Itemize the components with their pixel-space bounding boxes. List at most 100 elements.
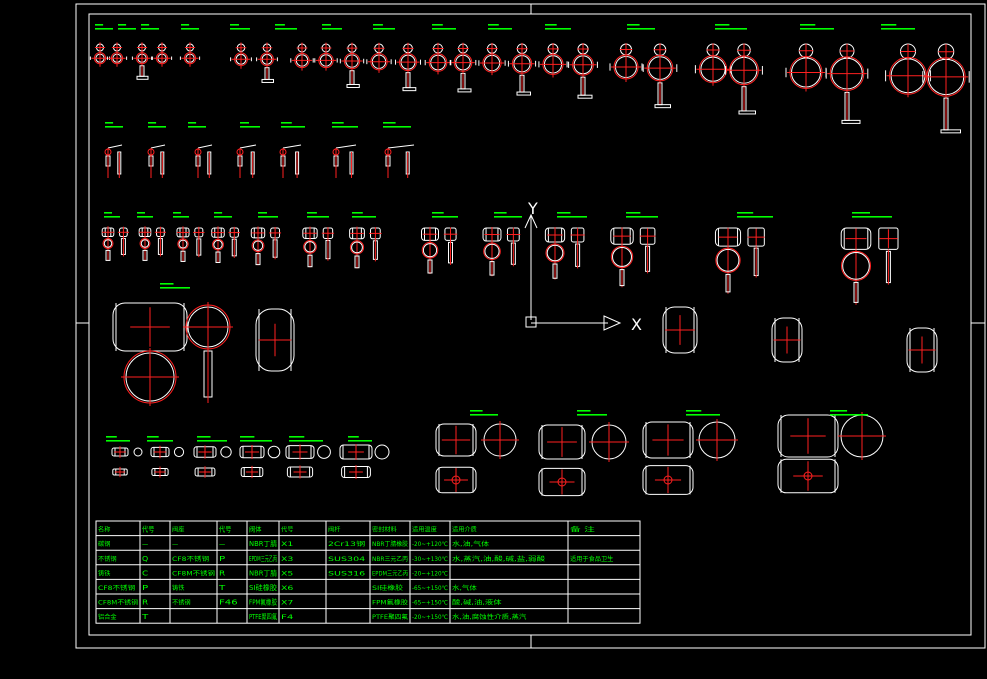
valve-label-lines <box>214 212 232 218</box>
valve-label-lines <box>627 24 655 30</box>
manual-butterfly-valve <box>507 42 537 96</box>
manual-butterfly-valve <box>609 43 643 82</box>
table-cell: 水,蒸汽,油,酸,碱,盐,弱酸 <box>452 555 545 563</box>
manual-butterfly-valve <box>395 42 421 92</box>
valve-label-lines <box>715 24 747 30</box>
pneumatic-actuator <box>538 467 586 497</box>
small-actuator-group <box>111 446 143 478</box>
table-cell: 铝合金 <box>98 613 117 621</box>
valve-label-lines <box>800 24 834 30</box>
table-cell: NBR丁腈 <box>249 539 277 548</box>
ucs-icon: Y X <box>524 199 642 334</box>
small-actuator-group <box>285 444 331 479</box>
pneumatic-actuator <box>662 306 698 354</box>
lever-valve <box>332 144 357 178</box>
large-actuator-group <box>538 422 629 497</box>
table-cell: — <box>172 541 178 548</box>
table-cell: R <box>142 599 148 607</box>
table-cell: X3 <box>281 556 294 563</box>
table-cell: 阀座 <box>172 526 184 534</box>
table-cell: F4 <box>281 614 294 621</box>
table-cell: R <box>219 569 225 577</box>
table-cell: 阀体 <box>249 525 261 534</box>
pneumatic-actuator <box>421 226 439 242</box>
valve-label-lines <box>852 212 892 218</box>
pneumatic-actuator <box>211 226 225 239</box>
table-cell: — <box>219 540 225 548</box>
table-cell: T <box>218 584 227 592</box>
manual-butterfly-valve <box>89 42 111 67</box>
manual-butterfly-valve <box>478 42 506 76</box>
pneumatic-butterfly-valve <box>250 226 282 266</box>
valve-label-lines <box>488 24 512 30</box>
table-cell: 酸,碱,油,液体 <box>452 599 502 607</box>
valve-label-lines <box>307 212 329 218</box>
pneumatic-actuator <box>906 327 938 373</box>
pneumatic-actuator <box>642 421 694 459</box>
table-cell: -20~+120℃ <box>412 541 448 548</box>
pneumatic-butterfly-valve <box>421 226 458 274</box>
valve-label-lines <box>275 24 297 30</box>
manual-butterfly-valve <box>922 43 970 134</box>
valve-label-lines <box>289 436 323 442</box>
table-cell: EPDM三元乙丙 <box>249 555 277 563</box>
pneumatic-butterfly-valve <box>302 226 335 268</box>
pneumatic-actuator <box>194 466 216 478</box>
pneumatic-butterfly-valve <box>544 227 585 280</box>
pneumatic-actuator <box>255 308 295 372</box>
table-cell: 水,气体 <box>452 584 477 592</box>
ucs-x-label: X <box>631 315 642 334</box>
manual-butterfly-valve <box>725 43 763 115</box>
small-actuator-group <box>150 445 185 478</box>
manual-butterfly-valve <box>131 42 153 80</box>
valve-label-lines <box>686 410 720 416</box>
pneumatic-actuator <box>538 424 586 460</box>
lever-valve <box>384 144 415 178</box>
table-cell: -20~+150℃ <box>412 614 448 621</box>
pneumatic-butterfly-valve <box>138 226 166 261</box>
manual-butterfly-valve <box>449 42 477 93</box>
manual-butterfly-valve <box>151 42 173 67</box>
manual-butterfly-valve <box>314 42 338 71</box>
manual-butterfly-valve <box>339 42 365 88</box>
manual-butterfly-valve <box>885 43 931 98</box>
table-cell: 阀杆 <box>328 526 340 534</box>
table-border <box>95 520 641 624</box>
pneumatic-actuator <box>339 444 373 460</box>
pneumatic-actuator <box>435 466 477 494</box>
table-cell: NBR丁腈 <box>249 568 277 577</box>
pneumatic-actuator <box>239 444 265 460</box>
valve-label-lines <box>188 122 206 128</box>
table-cell: EPDM三元乙丙 <box>372 570 408 577</box>
valve-label-lines <box>737 212 773 218</box>
pneumatic-actuator <box>250 226 266 240</box>
table-cell: X7 <box>281 600 294 607</box>
valve-label-lines <box>281 122 305 128</box>
pneumatic-actuator <box>286 465 314 479</box>
pneumatic-actuator <box>771 317 803 363</box>
valve-label-lines <box>322 24 342 30</box>
valve-label-lines <box>545 24 571 30</box>
lever-valve <box>194 144 213 178</box>
table-cell: FPM氟橡胶 <box>372 599 408 607</box>
table-cell: T <box>141 613 150 621</box>
manual-butterfly-valve <box>785 43 827 92</box>
valve-symbols <box>89 24 970 497</box>
valve-label-lines <box>373 24 395 30</box>
table-cell: 代号 <box>219 525 231 534</box>
valve-label-lines <box>240 122 260 128</box>
pneumatic-actuator <box>544 227 566 243</box>
large-actuator-group <box>435 421 519 494</box>
pneumatic-butterfly-valve <box>349 226 382 269</box>
valve-label-lines <box>830 410 868 416</box>
valve-label-lines <box>258 212 278 218</box>
table-cell: 名称 <box>98 526 110 534</box>
valve-label-lines <box>106 436 130 442</box>
manual-butterfly-valve <box>568 43 598 99</box>
small-actuator-group <box>339 444 390 479</box>
table-cell: Q <box>142 555 149 563</box>
valve-label-lines <box>148 122 166 128</box>
table-cell: -30~+130℃ <box>412 556 448 563</box>
pneumatic-actuator <box>138 226 152 239</box>
valve-label-lines <box>332 122 358 128</box>
